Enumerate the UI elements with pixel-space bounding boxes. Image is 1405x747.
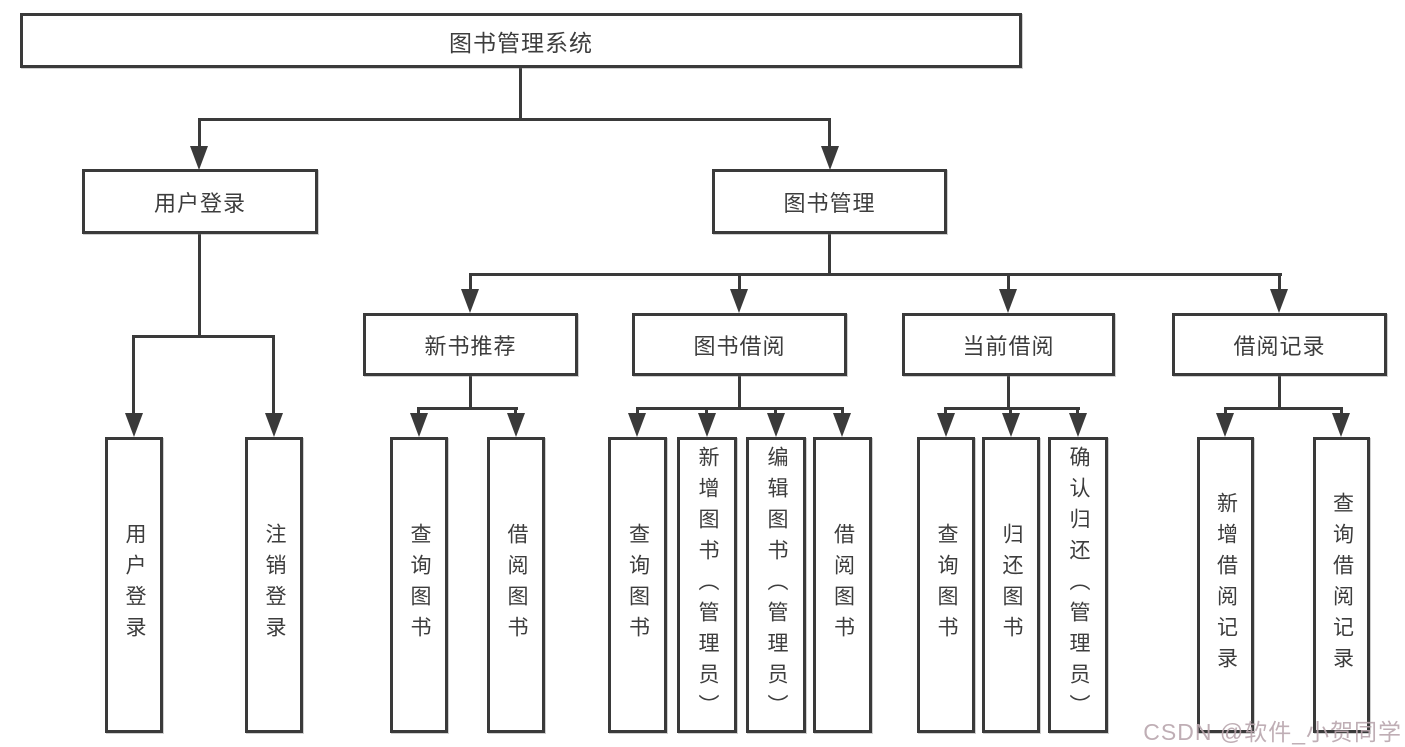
connector-line [828,118,831,150]
connector-line [417,407,518,410]
arrow-down-icon [1270,289,1288,313]
connector-line [519,68,522,118]
connector-line [1224,407,1227,417]
connector-line [841,407,844,417]
leaf-logout: 注销登录 [245,437,303,733]
node-new-book-recommend: 新书推荐 [363,313,578,376]
arrow-down-icon [507,413,525,437]
leaf-borrow-query-book: 查询图书 [608,437,667,733]
connector-line [774,407,777,417]
leaf-current-query-book: 查询图书 [917,437,975,733]
connector-line [636,407,844,410]
arrow-down-icon [461,289,479,313]
leaf-query-borrow-record-label: 查询借阅记录 [1330,492,1354,678]
arrow-down-icon [628,413,646,437]
arrow-down-icon [1216,413,1234,437]
arrow-down-icon [125,413,143,437]
leaf-add-borrow-record: 新增借阅记录 [1197,437,1254,733]
leaf-borrow-query-book-label: 查询图书 [626,523,650,647]
connector-line [198,118,201,150]
leaf-recommend-query-book: 查询图书 [390,437,448,733]
connector-line [132,335,275,338]
node-new-book-recommend-label: 新书推荐 [424,333,517,359]
leaf-add-borrow-record-label: 新增借阅记录 [1214,492,1238,678]
node-user-login-label: 用户登录 [153,190,246,216]
connector-line [1007,376,1010,410]
watermark: CSDN @软件_小贺同学 [1143,719,1402,745]
leaf-confirm-return-admin: 确认归还（管理员） [1048,437,1108,733]
arrow-down-icon [265,413,283,437]
connector-line [944,407,947,417]
arrow-down-icon [410,413,428,437]
node-current-borrow-label: 当前借阅 [962,333,1055,359]
connector-line [1224,407,1343,410]
leaf-edit-book-admin: 编辑图书（管理员） [746,437,806,733]
node-book-borrow: 图书借阅 [632,313,847,376]
connector-line [469,273,472,293]
leaf-recommend-query-book-label: 查询图书 [408,523,431,647]
arrow-down-icon [999,289,1017,313]
arrow-down-icon [833,413,851,437]
arrow-down-icon [730,289,748,313]
arrow-down-icon [937,413,955,437]
connector-line [1340,407,1343,417]
leaf-return-book: 归还图书 [982,437,1040,733]
leaf-return-book-label: 归还图书 [1000,523,1023,647]
connector-line [1009,407,1012,417]
node-current-borrow: 当前借阅 [902,313,1115,376]
leaf-add-book-admin-label: 新增图书（管理员） [696,445,719,725]
leaf-query-borrow-record: 查询借阅记录 [1313,437,1370,733]
connector-line [1278,273,1281,293]
connector-line [132,335,135,417]
leaf-borrow-borrow-book: 借阅图书 [813,437,872,733]
node-book-management: 图书管理 [712,169,947,234]
connector-line [272,335,275,417]
connector-line [738,376,741,410]
arrow-down-icon [821,146,839,170]
arrow-down-icon [1069,413,1087,437]
connector-line [469,376,472,410]
connector-line [198,118,831,121]
node-borrow-records-label: 借阅记录 [1233,333,1326,359]
connector-line [1278,376,1281,410]
leaf-current-query-book-label: 查询图书 [935,523,958,647]
node-borrow-records: 借阅记录 [1172,313,1387,376]
leaf-borrow-borrow-book-label: 借阅图书 [831,523,855,647]
connector-line [198,234,201,338]
leaf-user-login-label: 用户登录 [123,523,146,647]
node-user-login: 用户登录 [82,169,318,234]
connector-line [417,407,420,417]
connector-line [828,234,831,276]
leaf-recommend-borrow-book: 借阅图书 [487,437,545,733]
connector-line [738,273,741,293]
leaf-user-login: 用户登录 [105,437,163,733]
connector-line [469,273,1282,276]
arrow-down-icon [190,146,208,170]
connector-line [705,407,708,417]
leaf-edit-book-admin-label: 编辑图书（管理员） [765,445,788,725]
connector-line [514,407,517,417]
leaf-add-book-admin: 新增图书（管理员） [677,437,737,733]
node-root: 图书管理系统 [20,13,1022,68]
leaf-recommend-borrow-book-label: 借阅图书 [505,523,528,647]
arrow-down-icon [1332,413,1350,437]
node-root-label: 图书管理系统 [449,29,593,56]
node-book-borrow-label: 图书借阅 [693,333,786,359]
connector-line [1076,407,1079,417]
connector-line [1007,273,1010,293]
leaf-logout-label: 注销登录 [263,523,286,647]
arrow-down-icon [1002,413,1020,437]
node-book-management-label: 图书管理 [783,190,876,216]
arrow-down-icon [767,413,785,437]
arrow-down-icon [698,413,716,437]
leaf-confirm-return-admin-label: 确认归还（管理员） [1067,445,1090,725]
connector-line [944,407,1080,410]
connector-line [636,407,639,417]
